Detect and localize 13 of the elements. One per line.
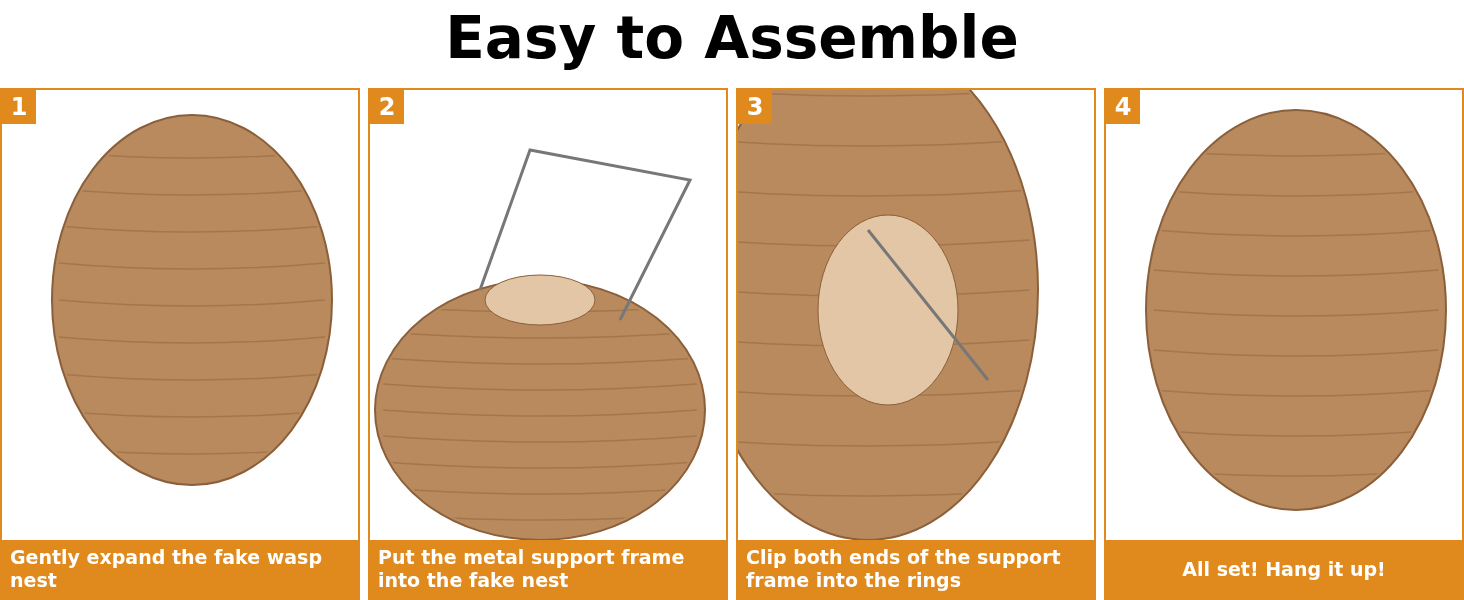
- step-number: 4: [1106, 90, 1140, 124]
- step-caption: Put the metal support frame into the fake nest: [378, 546, 686, 592]
- step-number: 2: [370, 90, 404, 124]
- step-caption: All set! Hang it up!: [1182, 557, 1386, 581]
- step-panel: [0, 88, 360, 600]
- step-panel: [1104, 88, 1464, 600]
- step-caption: Gently expand the fake wasp nest: [10, 546, 323, 592]
- step-number: 1: [2, 90, 36, 124]
- step-panel: [736, 88, 1096, 600]
- title: Easy to Assemble: [444, 4, 1020, 72]
- step-number: 3: [738, 90, 772, 124]
- step-caption: Clip both ends of the support frame into the rings: [746, 546, 1062, 592]
- step-panel: [368, 88, 728, 600]
